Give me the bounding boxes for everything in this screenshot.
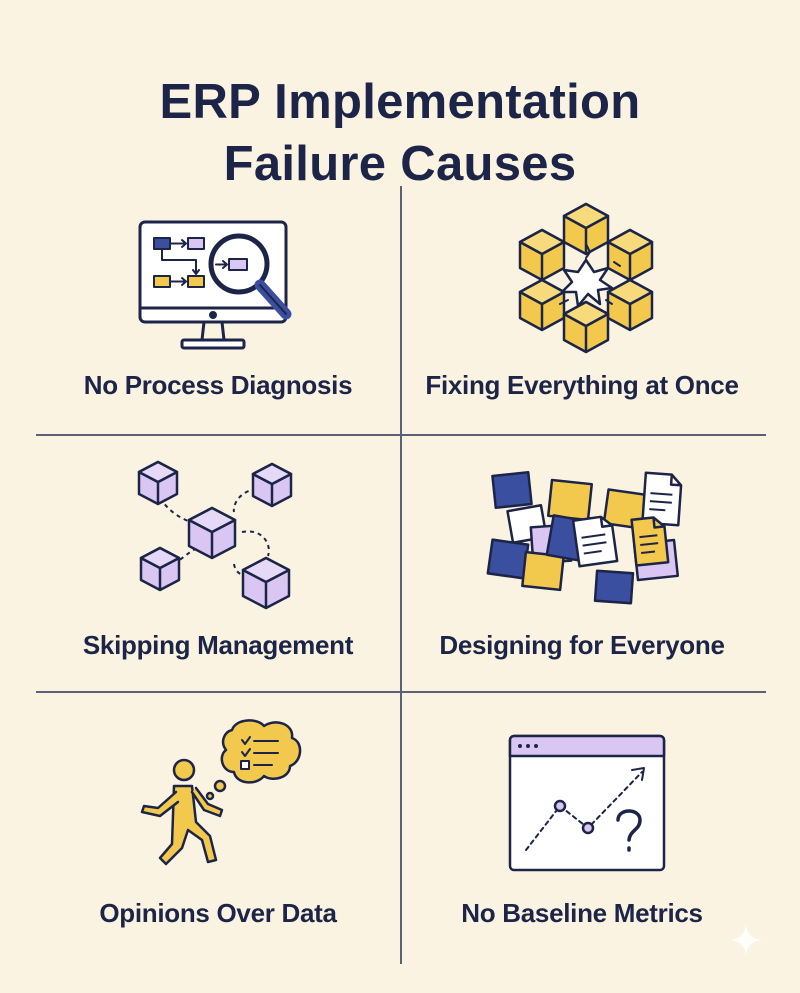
cause-designing-for-everyone: Designing for Everyone	[400, 452, 764, 687]
cause-label: Fixing Everything at Once	[425, 370, 739, 400]
cause-skipping-management: Skipping Management	[36, 452, 400, 687]
horizontal-divider-2	[36, 691, 766, 693]
vertical-divider	[400, 186, 402, 964]
exploding-cubes-icon	[518, 202, 654, 354]
title-line-2: Failure Causes	[223, 136, 577, 191]
disconnected-cubes-icon	[137, 460, 293, 610]
cause-opinions-over-data: Opinions Over Data	[36, 710, 400, 960]
cause-label: Designing for Everyone	[439, 630, 725, 660]
cause-fixing-everything-at-once: Fixing Everything at Once	[400, 200, 764, 430]
sparkle-icon	[730, 924, 762, 956]
chart-question-icon	[508, 734, 666, 872]
cause-label: No Process Diagnosis	[83, 370, 353, 400]
walking-thinker-icon	[140, 719, 302, 866]
scattered-notes-icon	[486, 470, 683, 605]
title-line-1: ERP Implementation	[159, 74, 641, 129]
horizontal-divider-1	[36, 434, 766, 436]
page-title: ERP Implementation Failure Causes	[0, 71, 800, 195]
cause-label: Skipping Management	[82, 630, 354, 660]
cause-label: Opinions Over Data	[99, 898, 337, 928]
cause-label: No Baseline Metrics	[461, 898, 703, 928]
monitor-magnifier-icon	[138, 220, 292, 350]
cause-no-baseline-metrics: No Baseline Metrics	[400, 710, 764, 960]
cause-no-process-diagnosis: No Process Diagnosis	[36, 200, 400, 430]
